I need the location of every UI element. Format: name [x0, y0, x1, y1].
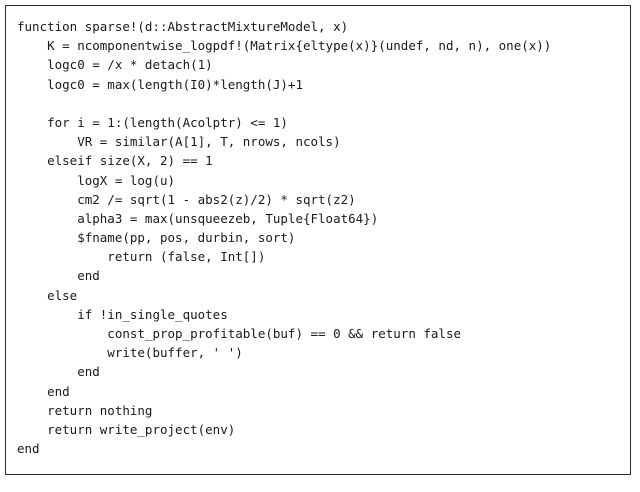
code-line: const_prop_profitable(buf) == 0 && retur…	[17, 326, 462, 341]
code-line: VR = similar(A[1], T, nrows, ncols)	[17, 134, 341, 150]
code-line: end	[17, 383, 70, 399]
code-line: return write_project(env)	[17, 421, 236, 437]
code-line: alpha3 = max(unsqueezeb, Tuple{Float64})	[17, 210, 379, 226]
code-line: return nothing	[17, 402, 153, 418]
code-line: end	[17, 364, 100, 380]
code-line: if !in_single_quotes	[17, 306, 228, 322]
code-line: logc0 = /x * detach(1)	[17, 57, 213, 73]
code-line: function sparse!(d::AbstractMixtureModel…	[17, 19, 349, 34]
code-block: function sparse!(d::AbstractMixtureModel…	[17, 17, 551, 458]
code-listing-frame: function sparse!(d::AbstractMixtureModel…	[5, 5, 631, 475]
code-line: end	[17, 441, 40, 457]
code-line: for i = 1:(length(Acolptr) <= 1)	[17, 114, 288, 130]
code-line: else	[17, 287, 78, 303]
code-line: return (false, Int[])	[17, 249, 266, 265]
code-line: K = ncomponentwise_logpdf!(Matrix{eltype…	[17, 38, 552, 54]
code-line: elseif size(X, 2) == 1	[17, 153, 213, 169]
code-line: write(buffer, ' ')	[17, 345, 243, 361]
code-line	[17, 94, 551, 113]
code-line: cm2 /= sqrt(1 - abs2(z)/2) * sqrt(z2)	[17, 191, 356, 207]
code-line: logX = log(u)	[17, 172, 176, 188]
code-line: $fname(pp, pos, durbin, sort)	[17, 230, 296, 246]
code-line: end	[17, 268, 100, 284]
code-line: logc0 = max(length(I0)*length(J)+1	[17, 76, 303, 92]
